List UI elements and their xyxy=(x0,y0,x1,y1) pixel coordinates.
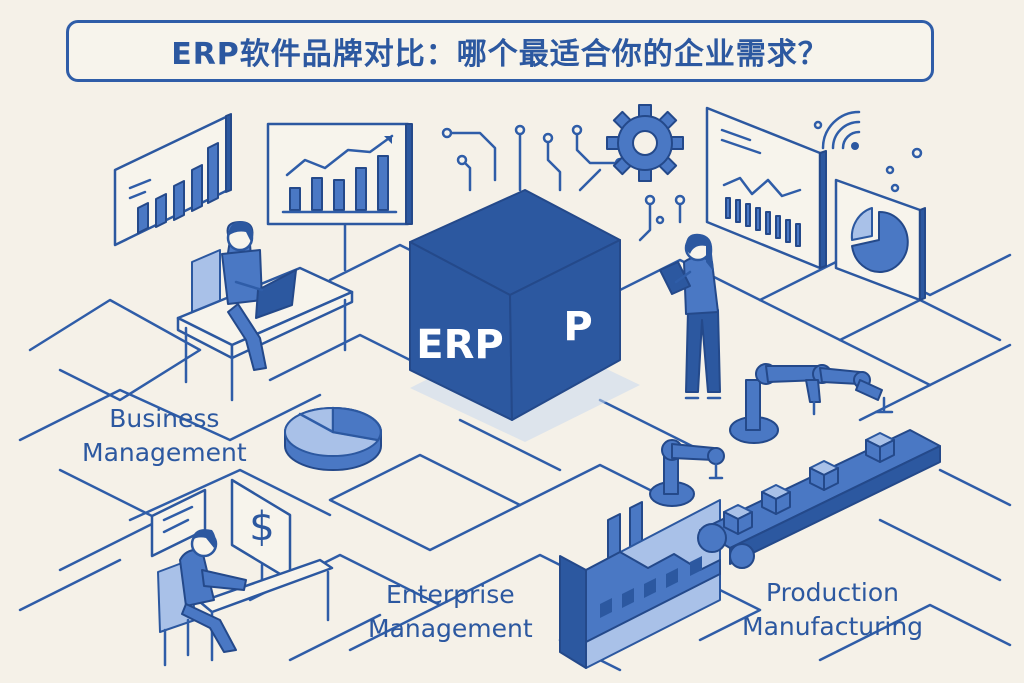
pie-chart-3d xyxy=(284,406,382,471)
person-tablet xyxy=(659,233,722,400)
circuit-lines xyxy=(441,120,923,242)
wifi-icon xyxy=(821,110,861,150)
robot-arm-left xyxy=(649,439,725,507)
dashboard-panel-right xyxy=(705,106,827,270)
conveyor-boxes xyxy=(723,432,895,535)
label-production-line2: Manufacturing xyxy=(742,612,924,641)
robot-arm-right xyxy=(729,363,894,444)
label-production-line1: Production xyxy=(766,578,900,607)
label-enterprise-management: Enterprise Management xyxy=(368,578,533,646)
bar-chart-panel-center xyxy=(266,122,413,226)
label-enterprise-line1: Enterprise xyxy=(386,580,515,609)
bar-chart-panel-left xyxy=(113,113,232,247)
factory-building xyxy=(559,499,721,669)
label-business-line1: Business xyxy=(109,404,220,433)
label-business-management: Business Management xyxy=(82,402,247,470)
network-paths xyxy=(18,223,1012,672)
dollar-sign: $ xyxy=(249,504,274,550)
cube-front-text: ERP xyxy=(416,322,503,368)
label-production-manufacturing: Production Manufacturing xyxy=(742,576,923,644)
gear-icon xyxy=(606,104,684,182)
label-business-line2: Management xyxy=(82,438,247,467)
page-title: ERP软件品牌对比：哪个最适合你的企业需求？ xyxy=(171,37,829,72)
label-enterprise-line2: Management xyxy=(368,614,533,643)
person-finance-desk: $ xyxy=(150,478,334,667)
title-box: ERP软件品牌对比：哪个最适合你的企业需求？ xyxy=(66,20,934,82)
cube-side-text: P xyxy=(563,304,592,350)
conveyor-belt xyxy=(697,429,941,569)
person-laptop-desk xyxy=(176,221,354,402)
pie-chart-panel-right xyxy=(834,178,926,302)
erp-cube: ERP P xyxy=(409,189,640,442)
